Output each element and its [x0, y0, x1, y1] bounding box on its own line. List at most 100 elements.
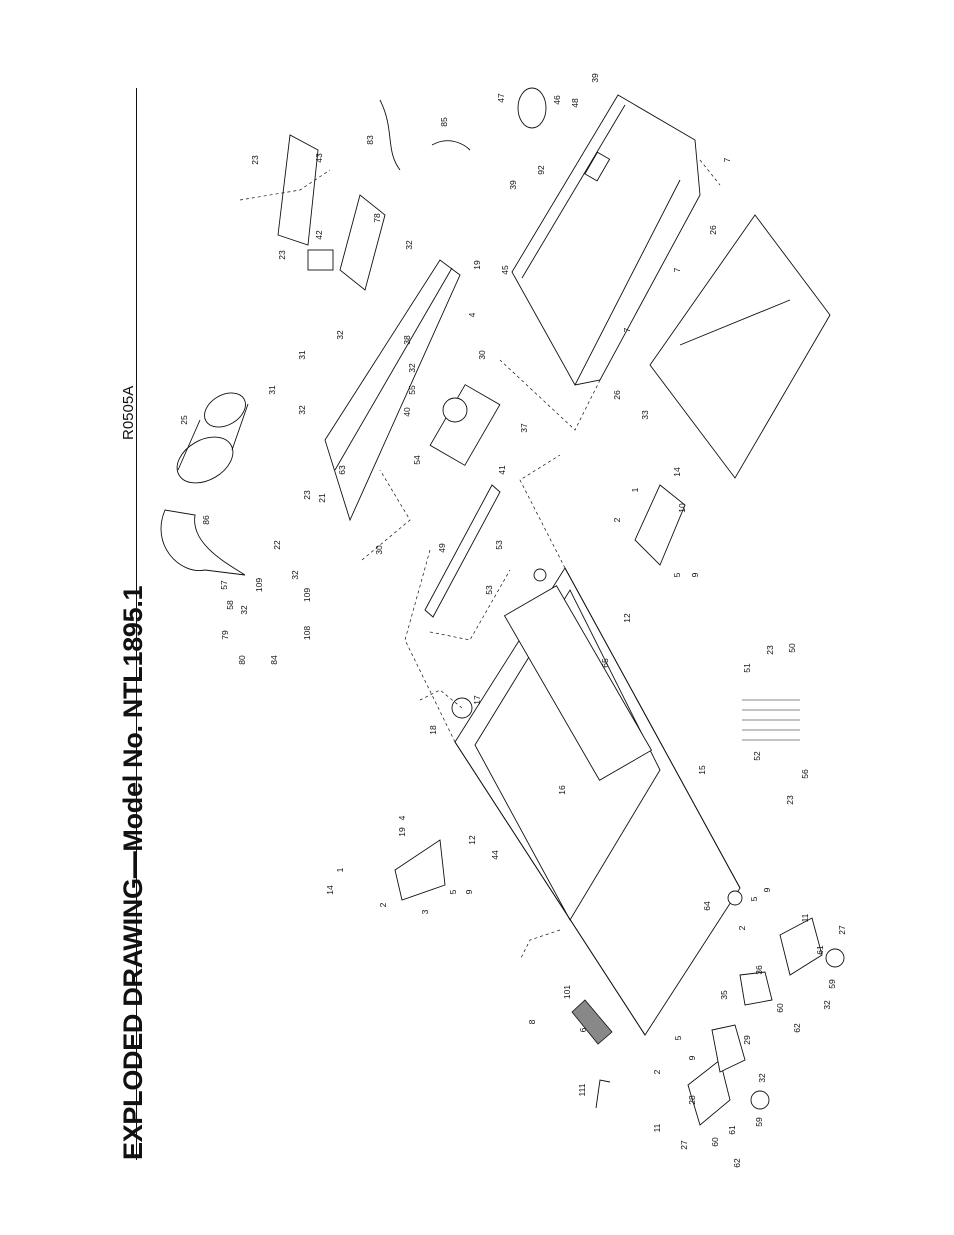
callout-49: 49	[437, 543, 447, 553]
callout-2-3: 2	[652, 1069, 662, 1074]
callout-4: 4	[397, 815, 407, 820]
callout-38: 38	[402, 335, 412, 345]
callout-56: 56	[800, 769, 810, 779]
incline-motor	[429, 384, 501, 466]
callout-32-7: 32	[757, 1073, 767, 1083]
callout-50: 50	[787, 643, 797, 653]
callout-6: 6	[578, 1027, 588, 1032]
hood-cover	[649, 214, 831, 479]
callout-84: 84	[269, 655, 279, 665]
small-parts	[379, 87, 800, 1109]
callout-47: 47	[496, 93, 506, 103]
title-rule	[136, 88, 137, 1160]
callout-111: 111	[577, 1083, 587, 1096]
callout-26: 26	[708, 225, 718, 235]
callout-60: 60	[710, 1137, 720, 1147]
callout-2-2: 2	[378, 902, 388, 907]
callout-65: 65	[600, 658, 610, 668]
callout-7: 7	[722, 157, 732, 162]
side-rail	[424, 484, 501, 618]
callout-46: 46	[552, 95, 562, 105]
callout-36: 36	[754, 965, 764, 975]
rear-foot-right	[739, 917, 845, 1006]
callout-3: 3	[420, 909, 430, 914]
rear-foot-left	[687, 1024, 770, 1126]
callout-33: 33	[640, 410, 650, 420]
callout-28: 28	[687, 1095, 697, 1105]
callout-23-3: 23	[302, 490, 312, 500]
motor-hood	[511, 94, 701, 386]
callout-27-2: 27	[837, 925, 847, 935]
front-bracket-left	[394, 839, 446, 901]
callout-83: 83	[365, 135, 375, 145]
callout-62-2: 62	[792, 1023, 802, 1033]
callout-44: 44	[490, 850, 500, 860]
callout-23-2: 23	[277, 250, 287, 260]
callout-5: 5	[672, 572, 682, 577]
callout-16: 16	[557, 785, 567, 795]
callout-57: 57	[219, 580, 229, 590]
part-callouts: 1122223445555677789999101111121214141516…	[179, 73, 847, 1168]
callout-23-5: 23	[785, 795, 795, 805]
callout-40: 40	[402, 407, 412, 417]
callout-32-8: 32	[822, 1000, 832, 1010]
callout-41: 41	[497, 465, 507, 475]
callout-53: 53	[494, 540, 504, 550]
callout-32-3: 32	[407, 363, 417, 373]
callout-30-2: 30	[374, 545, 384, 555]
callout-53-2: 53	[484, 585, 494, 595]
callout-32-6: 32	[290, 570, 300, 580]
callout-51: 51	[742, 663, 752, 673]
callout-60-2: 60	[775, 1003, 785, 1013]
callout-86: 86	[201, 515, 211, 525]
callout-27: 27	[679, 1140, 689, 1150]
callout-19-2: 19	[397, 827, 407, 837]
callout-101: 101	[562, 985, 572, 999]
drive-motor	[176, 392, 249, 484]
callout-42: 42	[314, 230, 324, 240]
callout-21: 21	[317, 493, 327, 503]
callout-35: 35	[719, 990, 729, 1000]
callout-7-2: 7	[672, 267, 682, 272]
callout-32: 32	[404, 240, 414, 250]
callout-39-2: 39	[508, 180, 518, 190]
callout-109-2: 109	[302, 588, 312, 602]
callout-43: 43	[314, 153, 324, 163]
callout-26-2: 26	[612, 390, 622, 400]
callout-1-2: 1	[335, 867, 345, 872]
callout-12-2: 12	[467, 835, 477, 845]
callout-12: 12	[622, 613, 632, 623]
callout-5-3: 5	[673, 1035, 683, 1040]
drive-belt	[160, 509, 246, 576]
callout-52: 52	[752, 751, 762, 761]
callout-23: 23	[250, 155, 260, 165]
callout-62: 62	[732, 1158, 742, 1168]
callout-61: 61	[727, 1125, 737, 1135]
callout-23-4: 23	[765, 645, 775, 655]
callout-59-2: 59	[827, 979, 837, 989]
callout-8: 8	[527, 1019, 537, 1024]
callout-55: 55	[407, 385, 417, 395]
callout-54: 54	[412, 455, 422, 465]
callout-79: 79	[220, 630, 230, 640]
callout-9-4: 9	[762, 887, 772, 892]
callout-45: 45	[500, 265, 510, 275]
callout-7-3: 7	[622, 327, 632, 332]
deck-frame	[451, 567, 743, 1036]
callout-2-4: 2	[737, 925, 747, 930]
callout-5-4: 5	[749, 896, 759, 901]
callout-32-2: 32	[335, 330, 345, 340]
callout-109: 109	[254, 578, 264, 592]
callout-14-2: 14	[325, 885, 335, 895]
callout-19: 19	[472, 260, 482, 270]
callout-9-3: 9	[687, 1055, 697, 1060]
callout-9: 9	[690, 572, 700, 577]
callout-5-2: 5	[448, 889, 458, 894]
callout-9-2: 9	[464, 889, 474, 894]
callout-22: 22	[272, 540, 282, 550]
callout-92: 92	[536, 165, 546, 175]
controller-board	[277, 134, 386, 291]
callout-61-2: 61	[815, 945, 825, 955]
callout-25: 25	[179, 415, 189, 425]
